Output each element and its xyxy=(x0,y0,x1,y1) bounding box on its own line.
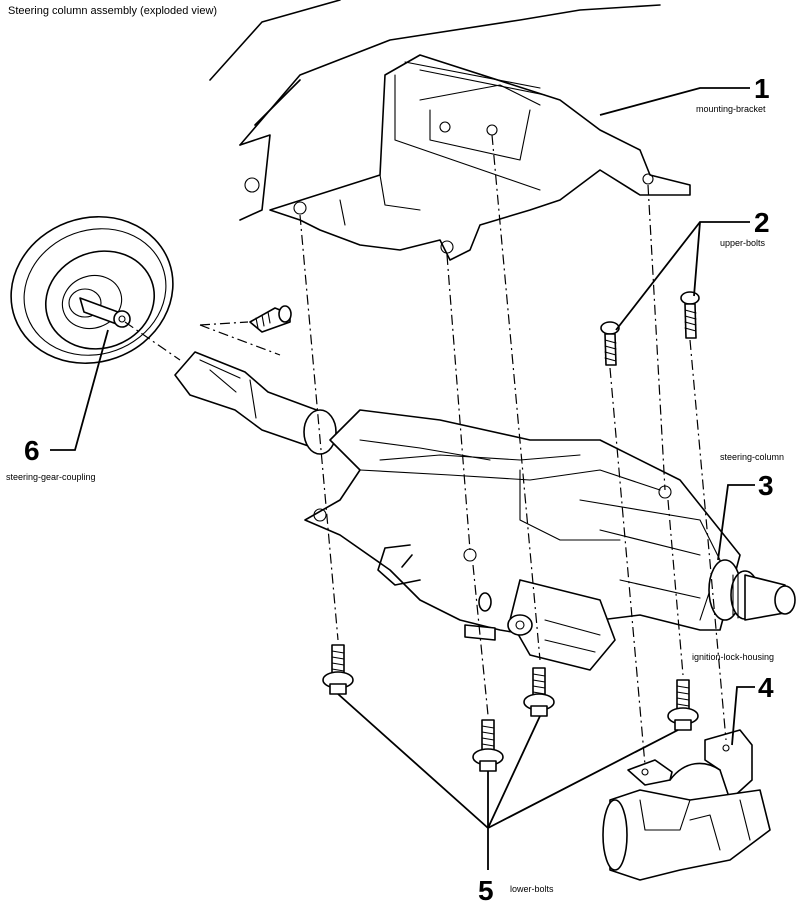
upper-bolt xyxy=(680,291,700,339)
leader-lines xyxy=(50,87,755,870)
part-name-3: steering-column xyxy=(720,452,784,462)
lower-bolt xyxy=(322,644,354,695)
part-name-1: mounting-bracket xyxy=(696,104,766,114)
clamp-bolt xyxy=(199,305,292,356)
callout-3: 3 xyxy=(758,470,774,501)
leader-6 xyxy=(50,329,109,451)
part-6-coupling xyxy=(10,215,174,365)
part-5-lower-bolts xyxy=(322,644,699,772)
callout-1: 1 xyxy=(754,73,770,104)
part-1-mounting-bracket xyxy=(269,54,691,261)
part-name-6: steering-gear-coupling xyxy=(6,472,96,482)
part-4-ignition-lock-housing xyxy=(602,729,771,881)
part-3-steering-column xyxy=(174,351,796,671)
callout-4: 4 xyxy=(758,672,774,703)
part-name-5: lower-bolts xyxy=(510,884,554,894)
leader-3 xyxy=(717,484,755,561)
callouts: 1 2 3 4 5 6 xyxy=(24,73,774,906)
leader-4 xyxy=(731,686,755,746)
part-2-upper-bolts xyxy=(600,291,700,366)
leader-5 xyxy=(337,693,679,870)
lower-bolt xyxy=(523,667,555,717)
dashboard-panel xyxy=(209,0,661,221)
part-name-4: ignition-lock-housing xyxy=(692,652,774,662)
callout-5: 5 xyxy=(478,875,494,906)
diagram-subject: Steering column assembly (exploded view) xyxy=(8,5,217,17)
upper-bolt xyxy=(600,321,620,366)
lower-bolt xyxy=(667,679,699,731)
alignment-lines xyxy=(124,134,727,766)
callout-6: 6 xyxy=(24,435,40,466)
part-name-2: upper-bolts xyxy=(720,238,766,248)
leader-1 xyxy=(599,87,750,116)
part-names: mounting-bracket upper-bolts steering-co… xyxy=(6,104,784,894)
leader-2 xyxy=(615,221,750,331)
callout-2: 2 xyxy=(754,207,770,238)
lower-bolt xyxy=(472,719,504,772)
